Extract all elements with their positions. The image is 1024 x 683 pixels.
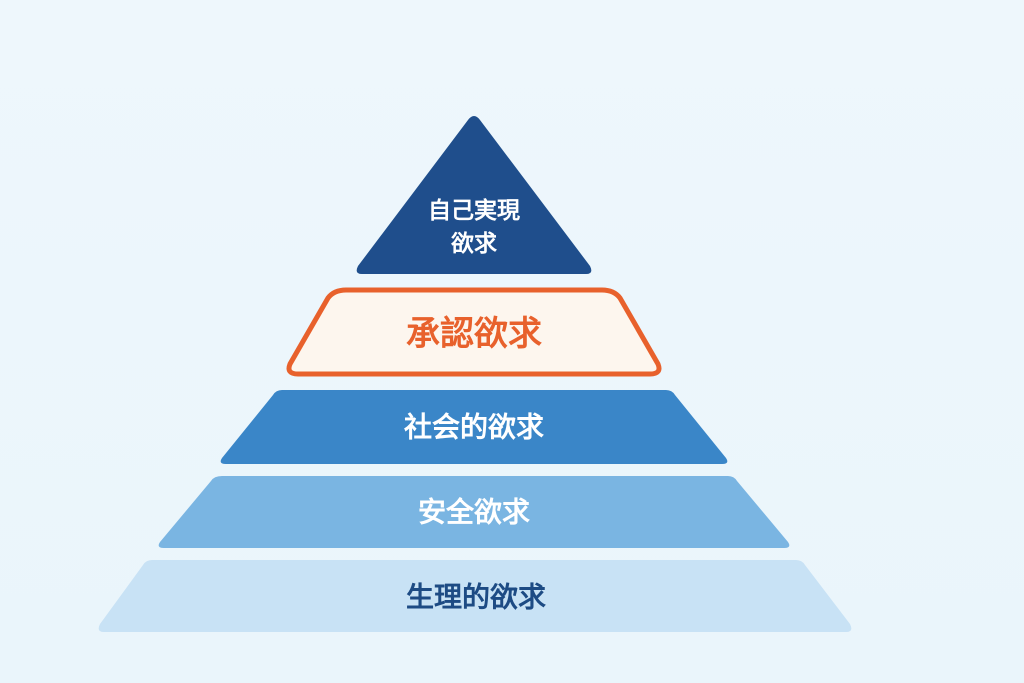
level-self-actualization-label-line1: 自己実現 (428, 197, 520, 224)
level-safety: 安全欲求 (158, 476, 790, 548)
level-physiological: 生理的欲求 (98, 560, 852, 632)
level-physiological-shape (98, 560, 852, 632)
level-safety-shape (158, 476, 790, 548)
level-safety-label: 安全欲求 (418, 496, 530, 529)
level-esteem-label: 承認欲求 (406, 314, 542, 354)
level-self-actualization-shape (356, 116, 592, 274)
level-social-label: 社会的欲求 (404, 411, 544, 444)
level-self-actualization: 自己実現 欲求 (356, 116, 592, 274)
level-social-shape (220, 390, 728, 464)
level-esteem-shape (286, 287, 662, 377)
level-physiological-label: 生理的欲求 (406, 581, 546, 614)
level-esteem: 承認欲求 (286, 287, 662, 377)
level-social: 社会的欲求 (220, 390, 728, 464)
level-self-actualization-label-line2: 欲求 (450, 230, 497, 257)
